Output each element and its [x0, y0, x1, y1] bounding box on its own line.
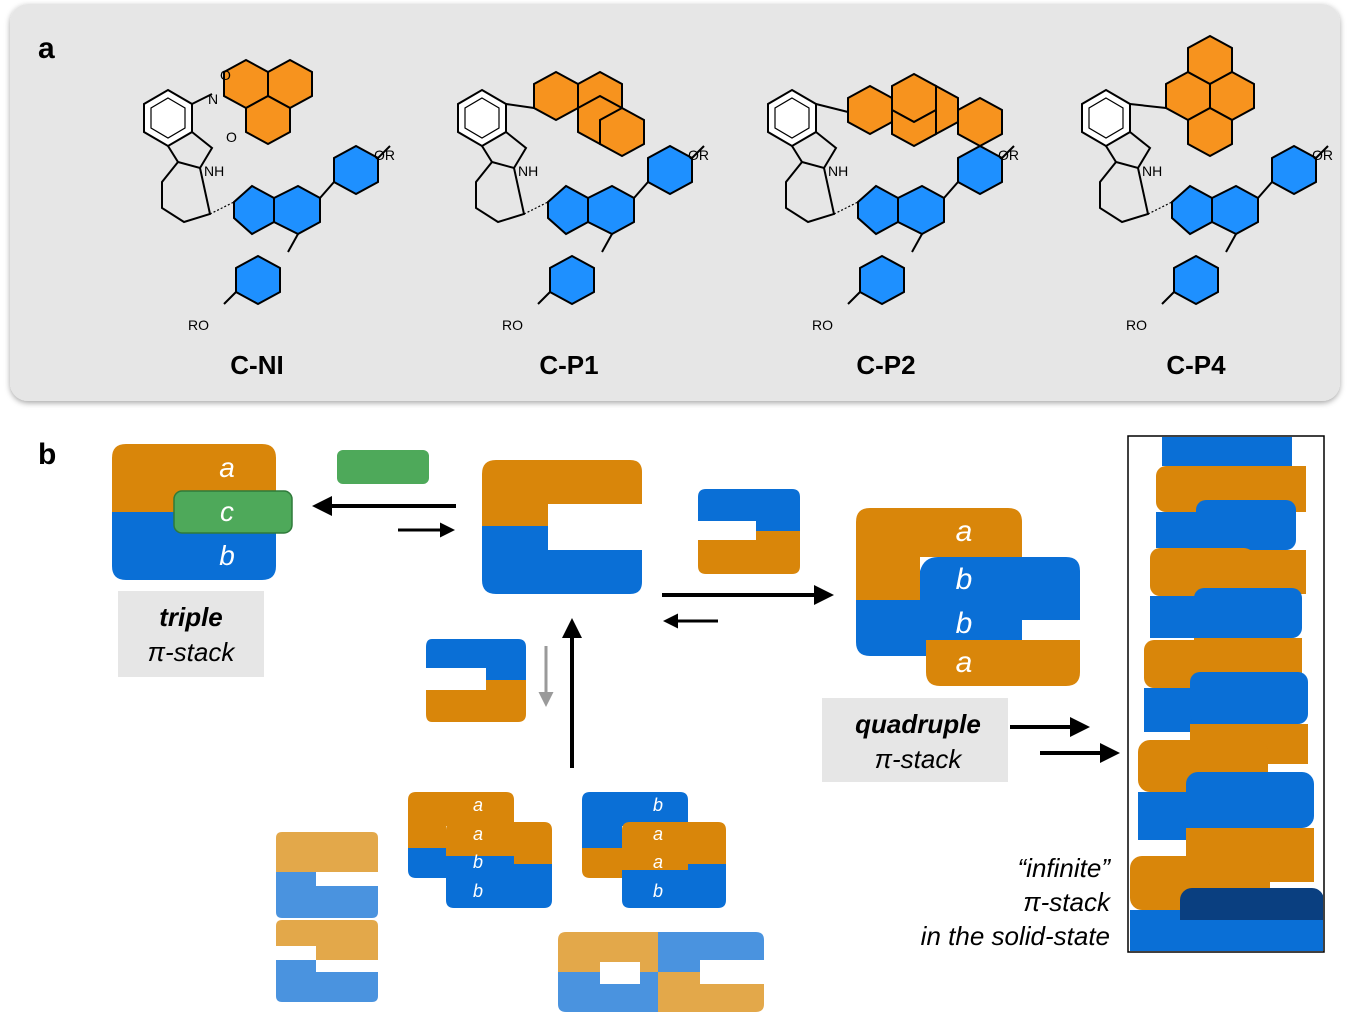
letter-a: a — [473, 824, 483, 844]
quadruple-label-box — [822, 698, 1008, 782]
pyrene-arm — [533, 70, 645, 158]
atom-or: OR — [374, 147, 395, 163]
atom-or: OR — [998, 147, 1019, 163]
atom-nh: NH — [518, 163, 538, 179]
letter-b: b — [473, 852, 483, 872]
infinite-label-line3: in the solid-state — [921, 921, 1110, 951]
triple-label-line2: π-stack — [148, 637, 237, 667]
clip-lower — [482, 526, 642, 594]
atom-nh: NH — [1142, 163, 1162, 179]
quadruple-label-line2: π-stack — [875, 744, 964, 774]
panel-a: a O O N NH OR RO C-NI — [10, 4, 1340, 401]
letter-b: b — [956, 563, 973, 596]
letter-b: b — [653, 795, 663, 815]
dimer-right: b a a b — [582, 792, 726, 908]
quadruple-label-line1: quadruple — [855, 709, 981, 739]
panel-b: b a c b triple π-stack — [38, 435, 1325, 1012]
guest-green — [173, 490, 293, 534]
compound-name-c-p2: C-P2 — [856, 350, 915, 380]
atom-o: O — [226, 129, 237, 145]
quadruple-stack: a b b a — [856, 508, 1080, 686]
atom-ro: RO — [1126, 317, 1147, 333]
naphthalimide-arm — [223, 58, 313, 146]
triple-label-box — [118, 591, 264, 677]
small-clip-right — [698, 489, 800, 574]
letter-a: a — [653, 852, 663, 872]
atom-or: OR — [1312, 147, 1333, 163]
compound-name-c-ni: C-NI — [230, 350, 283, 380]
dimer-left: a a b b — [408, 792, 552, 908]
pale-back-to-back — [558, 932, 764, 1012]
letter-b: b — [219, 540, 235, 571]
panel-a-background — [10, 4, 1340, 401]
infinite-label-line2: π-stack — [1023, 887, 1112, 917]
atom-n: N — [208, 91, 218, 107]
pyrene-arm — [1165, 34, 1255, 158]
letter-a: a — [219, 452, 235, 483]
letter-a: a — [473, 795, 483, 815]
letter-b: b — [956, 607, 973, 640]
small-clip-left — [426, 639, 526, 722]
molecule-c-p2: NH OR RO — [767, 72, 1019, 333]
atom-ro: RO — [188, 317, 209, 333]
compound-name-c-p1: C-P1 — [539, 350, 598, 380]
molecule-c-p4: NH OR RO — [1081, 34, 1333, 333]
molecule-c-ni: O O N NH OR RO — [143, 58, 395, 333]
clip-upper — [482, 460, 642, 526]
atom-nh: NH — [204, 163, 224, 179]
pyrene-arm — [847, 72, 1003, 148]
central-clip — [482, 460, 642, 594]
pale-s-stack — [276, 832, 378, 1002]
letter-a: a — [956, 646, 973, 679]
triple-stack: a c b — [112, 444, 293, 580]
atom-ro: RO — [812, 317, 833, 333]
infinite-label-line1: “infinite” — [1018, 853, 1112, 883]
compound-name-c-p4: C-P4 — [1166, 350, 1226, 380]
triple-label-line1: triple — [159, 602, 223, 632]
letter-b: b — [473, 881, 483, 901]
letter-a: a — [653, 824, 663, 844]
letter-a: a — [956, 515, 973, 548]
molecule-c-p1: NH OR RO — [457, 70, 709, 333]
letter-c: c — [220, 496, 234, 527]
panel-a-label: a — [38, 32, 55, 65]
atom-nh: NH — [828, 163, 848, 179]
infinite-stack — [1127, 435, 1325, 953]
letter-b: b — [653, 881, 663, 901]
panel-b-label: b — [38, 438, 56, 471]
atom-ro: RO — [502, 317, 523, 333]
guest-green-free — [337, 450, 429, 484]
atom-or: OR — [688, 147, 709, 163]
atom-o: O — [220, 67, 231, 83]
